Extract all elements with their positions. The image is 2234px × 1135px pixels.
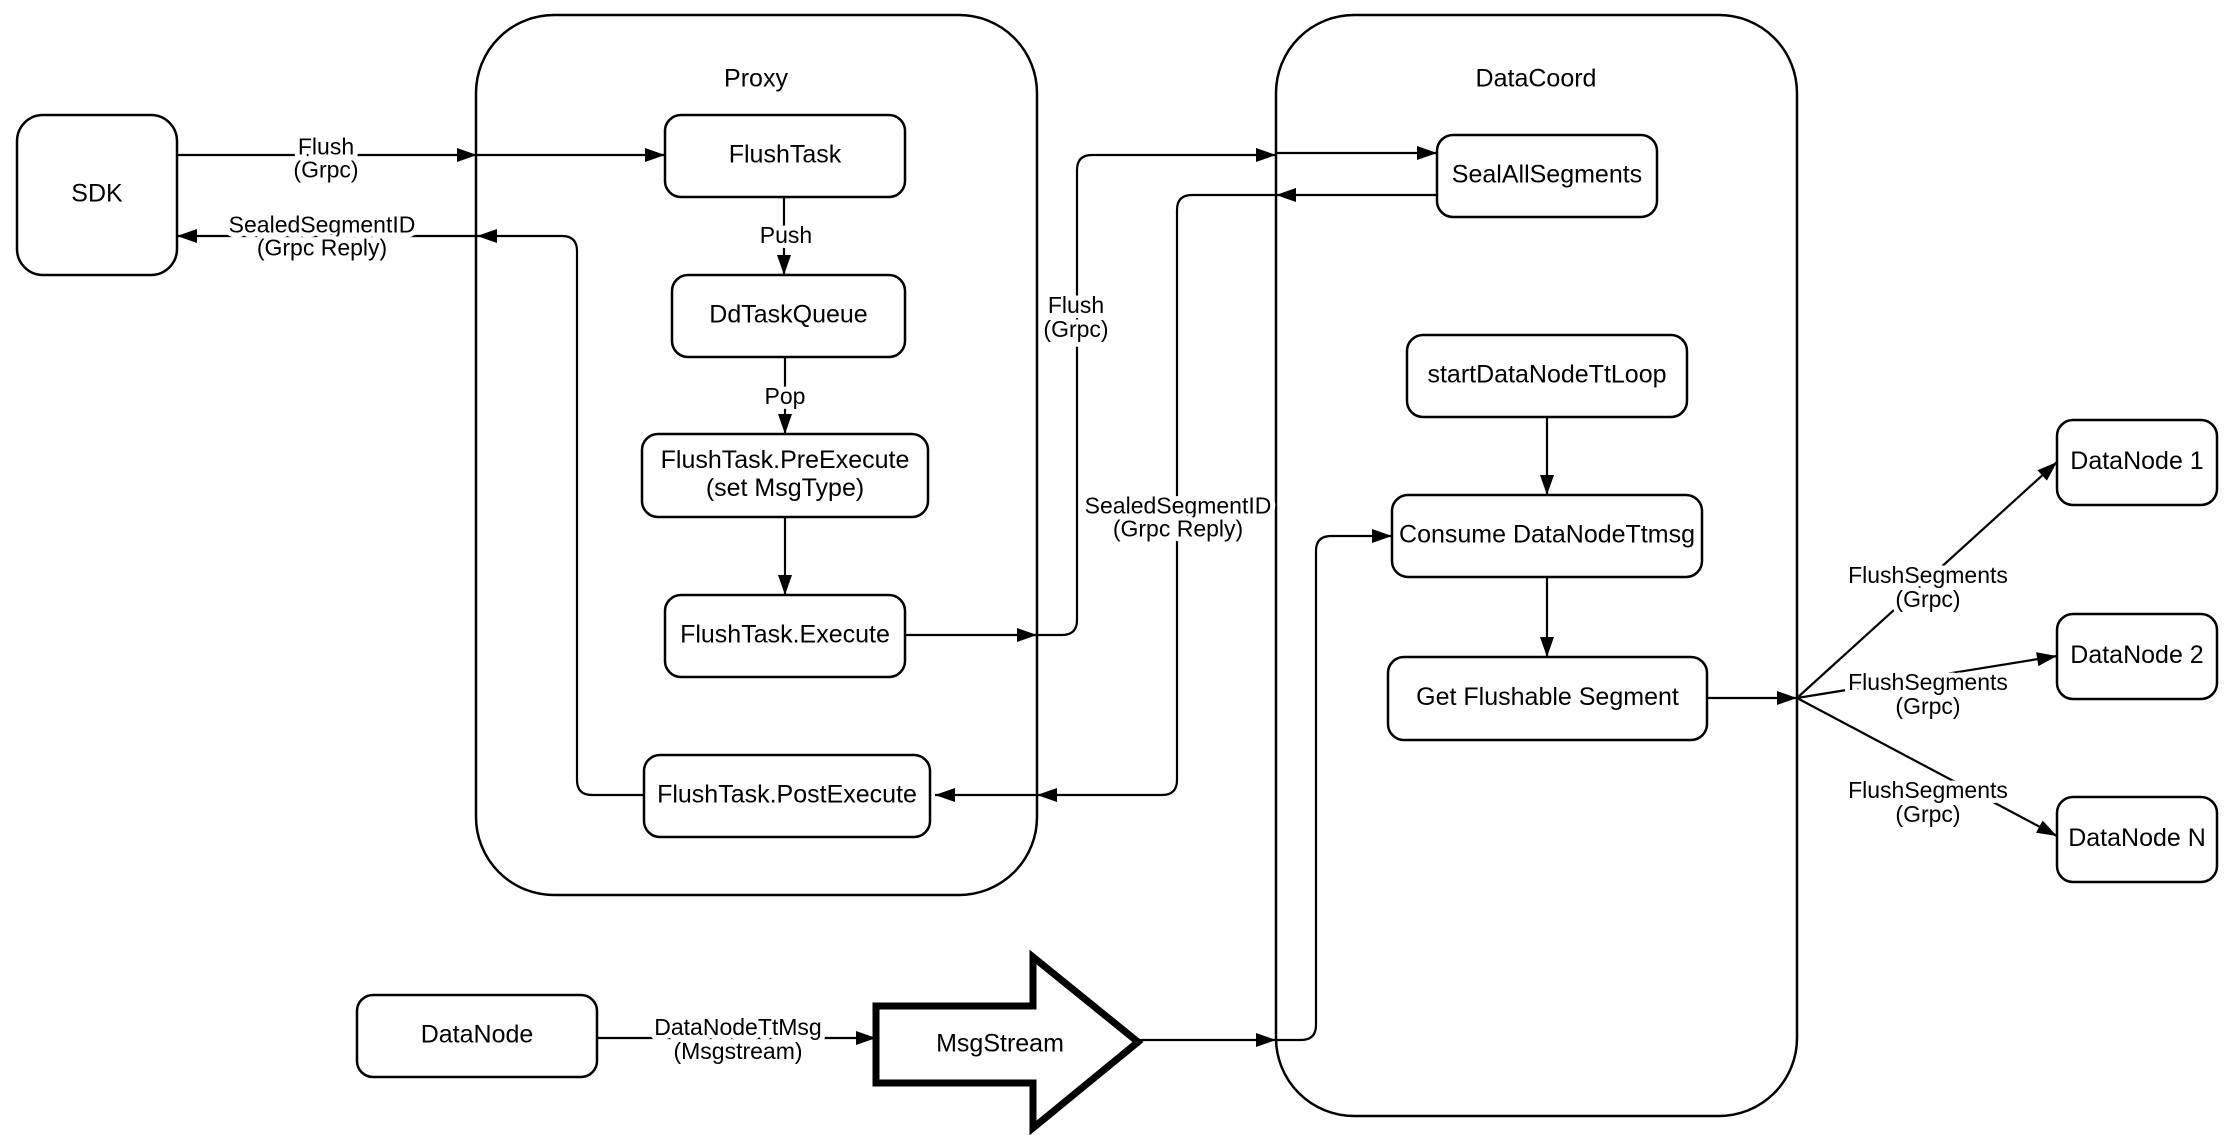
edge-fan-to-datanode-n <box>1796 697 2058 837</box>
node-datanode-n: DataNode N <box>2055 795 2219 884</box>
edge-preexecute-to-execute <box>778 517 792 595</box>
node-datanode-1: DataNode 1 <box>2055 418 2219 507</box>
edge-sdk-flush-to-proxy-border <box>177 148 477 162</box>
node-flush-task-execute: FlushTask.Execute <box>663 593 907 679</box>
node-label-flush-task-pre-execute: FlushTask.PreExecute <box>661 446 910 474</box>
edge-label-text-sealed-segment-id-left: (Grpc Reply) <box>257 235 387 261</box>
edge-label-text-flush-grpc-mid: (Grpc) <box>1043 316 1108 342</box>
edge-proxy-border-to-postexecute <box>935 788 1037 802</box>
edge-getflushable-to-datacoord-border <box>1707 691 1797 705</box>
node-flush-task: FlushTask <box>663 113 907 199</box>
edge-fan-to-datanode-2 <box>1796 652 2058 700</box>
node-label-start-data-node-tt-loop: startDataNodeTtLoop <box>1427 361 1666 389</box>
node-label-get-flushable-segment: Get Flushable Segment <box>1416 683 1679 711</box>
edge-label-text-push: Push <box>760 222 812 248</box>
edge-datanode-to-msgstream <box>597 1031 876 1045</box>
edge-label-datanode-ttmsg: DataNodeTtMsg(Msgstream) <box>649 1009 826 1069</box>
edge-ddtaskqueue-pop-to-preexecute <box>778 357 792 434</box>
node-start-data-node-tt-loop: startDataNodeTtLoop <box>1405 333 1689 419</box>
node-consume-data-node-ttmsg: Consume DataNodeTtmsg <box>1390 493 1704 579</box>
edge-label-sealed-segment-id-left: SealedSegmentID(Grpc Reply) <box>224 207 421 266</box>
edge-label-text-flush-segments-2: FlushSegments <box>1848 669 2008 695</box>
node-datanode-source: DataNode <box>355 993 599 1079</box>
node-label-consume-data-node-ttmsg: Consume DataNodeTtmsg <box>1399 521 1695 549</box>
node-datanode-2: DataNode 2 <box>2055 612 2219 701</box>
edge-label-pop: Pop <box>760 378 811 414</box>
edge-label-text-sealed-segment-id-mid: (Grpc Reply) <box>1113 516 1243 542</box>
edge-label-text-flush-grpc-left: (Grpc) <box>293 157 358 183</box>
edge-label-push: Push <box>755 217 817 253</box>
edge-startloop-to-consume <box>1540 417 1554 495</box>
edge-datacoord-border-to-proxy-border-reply <box>1037 193 1276 802</box>
container-datacoord: DataCoord <box>1274 13 1799 1118</box>
edge-label-sealed-segment-id-mid: SealedSegmentID(Grpc Reply) <box>1080 488 1277 547</box>
container-proxy: Proxy <box>474 13 1039 897</box>
edge-label-flush-grpc-mid: Flush(Grpc) <box>1038 287 1113 347</box>
edge-label-text-flush-grpc-left: Flush <box>298 134 354 160</box>
edge-label-flush-segments-3: FlushSegments(Grpc) <box>1843 772 2013 832</box>
node-flush-task-pre-execute: FlushTask.PreExecute(set MsgType) <box>640 432 930 519</box>
edge-label-text-datanode-ttmsg: DataNodeTtMsg <box>654 1014 821 1040</box>
edge-proxy-border-to-datacoord-border-flush <box>1037 148 1276 637</box>
edge-label-text-flush-segments-3: FlushSegments <box>1848 777 2008 803</box>
node-label-flush-task-execute: FlushTask.Execute <box>680 621 890 649</box>
edge-label-text-datanode-ttmsg: (Msgstream) <box>673 1038 802 1064</box>
container-title-proxy: Proxy <box>724 65 788 93</box>
edge-flushtask-push-to-ddtaskqueue <box>777 197 791 275</box>
node-label-datanode-source: DataNode <box>421 1021 534 1049</box>
edge-fan-to-datanode-1 <box>1796 461 2058 699</box>
edge-label-text-flush-segments-1: (Grpc) <box>1895 586 1960 612</box>
node-dd-task-queue: DdTaskQueue <box>670 273 907 359</box>
edge-label-text-flush-segments-2: (Grpc) <box>1895 693 1960 719</box>
edge-label-flush-segments-2: FlushSegments(Grpc) <box>1843 664 2013 724</box>
edge-consume-to-getflushable <box>1540 577 1554 657</box>
edge-sealallsegments-to-datacoord-border <box>1276 188 1437 202</box>
edge-label-flush-grpc-left: Flush(Grpc) <box>288 129 363 188</box>
node-label-datanode-1: DataNode 1 <box>2070 447 2203 475</box>
edge-proxy-border-to-flushtask <box>477 148 665 162</box>
edge-label-text-sealed-segment-id-left: SealedSegmentID <box>229 212 416 238</box>
edge-label-text-flush-segments-3: (Grpc) <box>1895 801 1960 827</box>
edge-msgstream-to-datacoord-border <box>1138 1033 1276 1047</box>
edge-label-text-flush-segments-1: FlushSegments <box>1848 562 2008 588</box>
node-label-seal-all-segments: SealAllSegments <box>1452 161 1642 189</box>
node-label-dd-task-queue: DdTaskQueue <box>709 301 867 329</box>
edge-label-flush-segments-1: FlushSegments(Grpc) <box>1843 557 2013 617</box>
edge-label-text-sealed-segment-id-mid: SealedSegmentID <box>1085 493 1272 519</box>
node-label-flush-task: FlushTask <box>729 141 842 169</box>
msgstream-label: MsgStream <box>936 1030 1064 1058</box>
msgstream-shape: MsgStream <box>872 949 1144 1135</box>
node-label-sdk: SDK <box>71 180 123 208</box>
edge-postexecute-to-proxy-border <box>477 229 644 797</box>
edge-datacoord-border-to-consume <box>1276 529 1392 1042</box>
edge-label-text-pop: Pop <box>765 383 806 409</box>
node-flush-task-post-execute: FlushTask.PostExecute <box>642 753 932 839</box>
node-label-datanode-2: DataNode 2 <box>2070 641 2203 669</box>
edge-label-text-flush-grpc-mid: Flush <box>1048 292 1104 318</box>
node-label-flush-task-post-execute: FlushTask.PostExecute <box>657 781 917 809</box>
node-get-flushable-segment: Get Flushable Segment <box>1386 655 1709 742</box>
node-seal-all-segments: SealAllSegments <box>1435 133 1659 219</box>
edge-datacoord-border-to-sealallsegments <box>1276 146 1437 160</box>
node-sdk: SDK <box>15 113 179 277</box>
container-title-datacoord: DataCoord <box>1476 65 1597 93</box>
node-label-flush-task-pre-execute: (set MsgType) <box>706 474 864 502</box>
node-label-datanode-n: DataNode N <box>2068 824 2206 852</box>
edge-execute-to-proxy-border <box>905 628 1037 642</box>
edge-proxy-border-to-sdk-reply <box>177 229 477 243</box>
